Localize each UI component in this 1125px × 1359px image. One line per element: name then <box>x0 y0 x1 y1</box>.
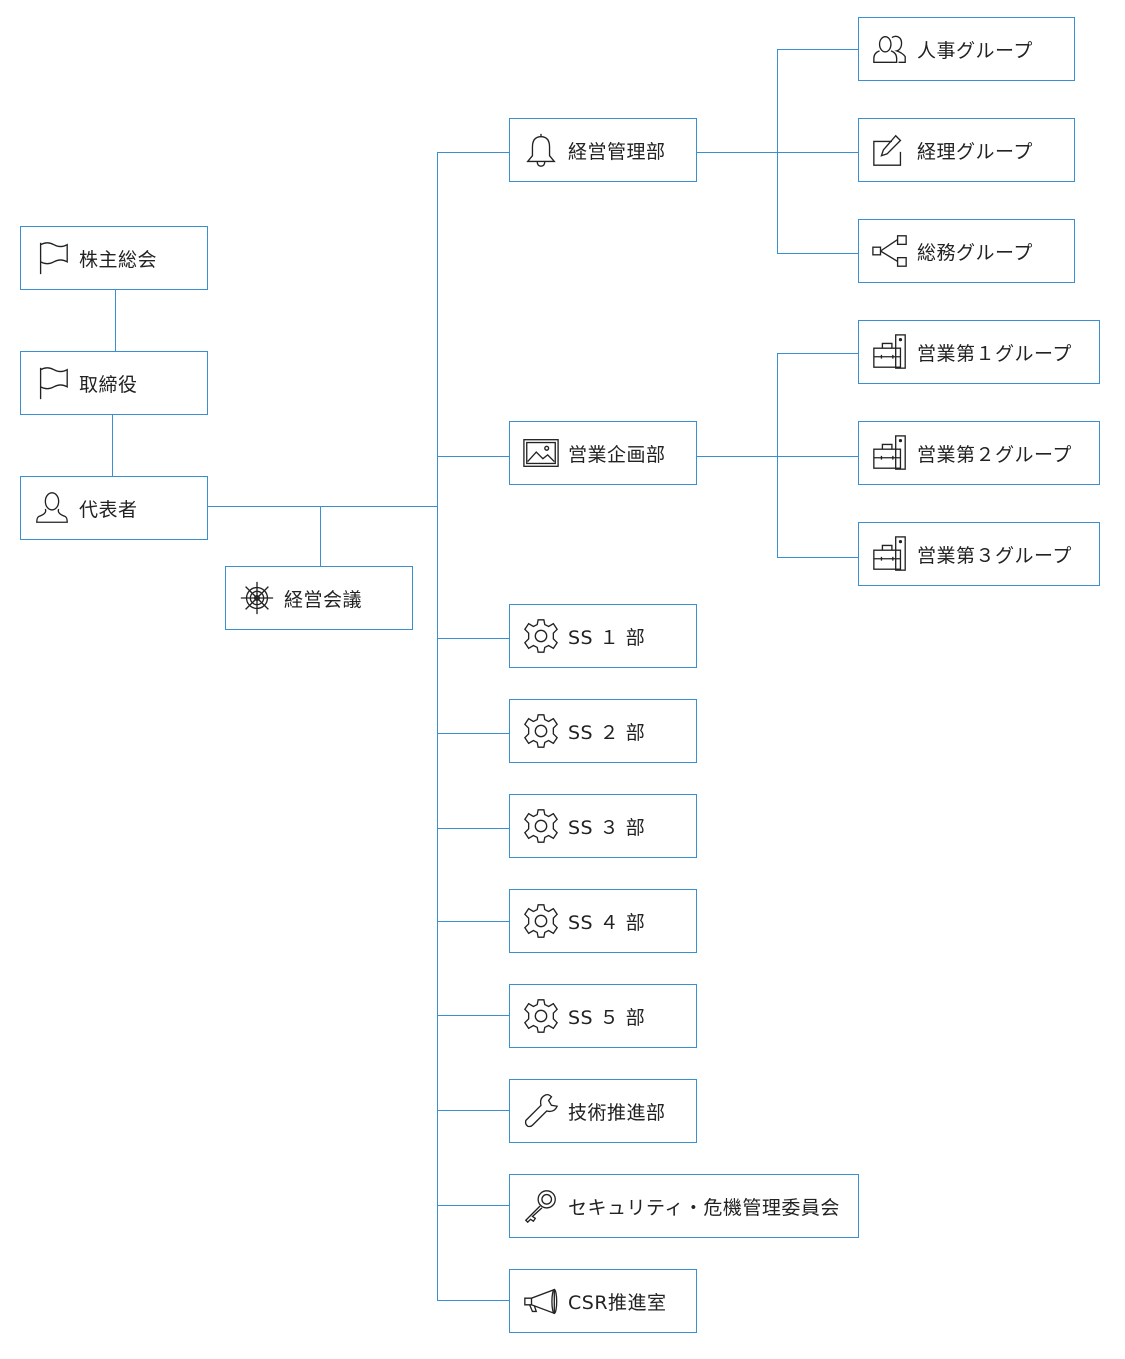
node-label: 営業第３グループ <box>917 544 1072 567</box>
node-label: 営業企画部 <box>568 443 666 466</box>
node-ss2[interactable]: SS ２ 部 <box>509 699 697 763</box>
node-accounting-group[interactable]: 経理グループ <box>858 118 1075 182</box>
ship-wheel-icon <box>238 579 276 617</box>
users-icon <box>871 30 909 68</box>
flag-icon <box>33 239 71 277</box>
node-label: 代表者 <box>79 498 138 521</box>
node-label: SS ２ 部 <box>568 721 646 744</box>
node-label: 取締役 <box>79 373 138 396</box>
node-management-meeting[interactable]: 経営会議 <box>225 566 413 630</box>
toolbox-icon <box>871 535 909 573</box>
image-icon <box>522 434 560 472</box>
node-mgmt-admin[interactable]: 経営管理部 <box>509 118 697 182</box>
node-ss4[interactable]: SS ４ 部 <box>509 889 697 953</box>
node-label: SS ５ 部 <box>568 1006 646 1029</box>
edit-icon <box>871 131 909 169</box>
node-label: 経営会議 <box>284 588 363 611</box>
key-icon <box>522 1187 560 1225</box>
node-sales-planning[interactable]: 営業企画部 <box>509 421 697 485</box>
node-shareholders[interactable]: 株主総会 <box>20 226 208 290</box>
node-sales1[interactable]: 営業第１グループ <box>858 320 1100 384</box>
node-hr-group[interactable]: 人事グループ <box>858 17 1075 81</box>
flag-icon <box>33 364 71 402</box>
node-label: 経理グループ <box>917 140 1033 163</box>
node-board[interactable]: 取締役 <box>20 351 208 415</box>
person-icon <box>33 489 71 527</box>
node-general-affairs-group[interactable]: 総務グループ <box>858 219 1075 283</box>
node-label: 技術推進部 <box>568 1101 666 1124</box>
node-csr-office[interactable]: CSR推進室 <box>509 1269 697 1333</box>
node-label: 経営管理部 <box>568 140 666 163</box>
gear-icon <box>522 617 560 655</box>
node-ss3[interactable]: SS ３ 部 <box>509 794 697 858</box>
bell-icon <box>522 131 560 169</box>
node-security-committee[interactable]: セキュリティ・危機管理委員会 <box>509 1174 859 1238</box>
gear-icon <box>522 807 560 845</box>
node-representative[interactable]: 代表者 <box>20 476 208 540</box>
node-ss1[interactable]: SS １ 部 <box>509 604 697 668</box>
wrench-icon <box>522 1092 560 1130</box>
node-label: CSR推進室 <box>568 1291 667 1314</box>
node-label: 株主総会 <box>79 248 158 271</box>
node-label: 営業第１グループ <box>917 342 1072 365</box>
node-ss5[interactable]: SS ５ 部 <box>509 984 697 1048</box>
gear-icon <box>522 712 560 750</box>
node-label: SS １ 部 <box>568 626 646 649</box>
node-sales3[interactable]: 営業第３グループ <box>858 522 1100 586</box>
node-label: 総務グループ <box>917 241 1033 264</box>
gear-icon <box>522 997 560 1035</box>
toolbox-icon <box>871 434 909 472</box>
node-label: セキュリティ・危機管理委員会 <box>568 1196 840 1219</box>
megaphone-icon <box>522 1282 560 1320</box>
share-icon <box>871 232 909 270</box>
gear-icon <box>522 902 560 940</box>
toolbox-icon <box>871 333 909 371</box>
node-label: 人事グループ <box>917 39 1033 62</box>
node-label: SS ３ 部 <box>568 816 646 839</box>
node-label: 営業第２グループ <box>917 443 1072 466</box>
node-tech-promotion[interactable]: 技術推進部 <box>509 1079 697 1143</box>
node-label: SS ４ 部 <box>568 911 646 934</box>
node-sales2[interactable]: 営業第２グループ <box>858 421 1100 485</box>
